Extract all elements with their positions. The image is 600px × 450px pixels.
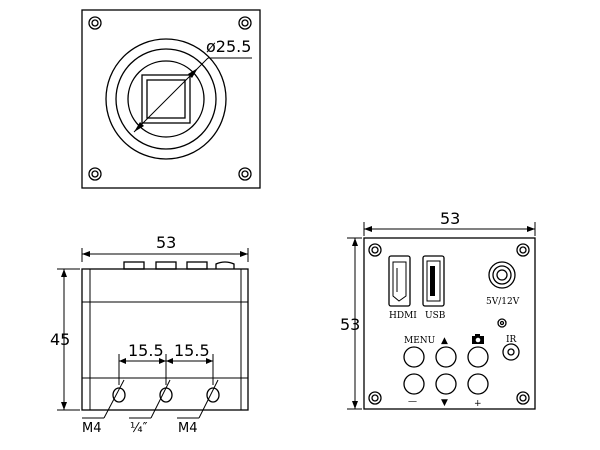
plus-symbol: +: [474, 399, 482, 409]
down-symbol: ▼: [441, 398, 448, 408]
side-connector-3: [186, 261, 208, 270]
rear-view: [347, 222, 536, 410]
front-screw-bl: [88, 167, 102, 181]
lens-mount-outer: [105, 38, 227, 160]
ir-label: IR: [506, 335, 517, 345]
rear-body: [363, 237, 536, 410]
usb-port-inner: [426, 260, 441, 302]
hdmi-port: [388, 255, 411, 307]
diameter-arrow-2: [188, 68, 198, 78]
front-screw-br: [238, 167, 252, 181]
plus-button[interactable]: [467, 373, 489, 395]
lens-mount-ring: [115, 48, 217, 150]
up-button[interactable]: [435, 346, 457, 368]
sensor-outer: [141, 74, 191, 124]
side-hole-left: [112, 387, 126, 403]
rear-arrows: [352, 226, 535, 409]
front-screw-tl: [88, 16, 102, 30]
diameter-arrow-1: [134, 122, 144, 132]
side-height-label: 45: [50, 330, 70, 349]
hole-left-label: M4: [82, 421, 102, 436]
rear-screw-br: [516, 391, 530, 405]
side-arrows: [61, 251, 248, 410]
ir-inner: [507, 348, 515, 356]
hole-right-label: M4: [178, 421, 198, 436]
spacing-right-label: 15.5: [174, 341, 210, 360]
side-width-label: 53: [156, 233, 176, 252]
rear-height-label: 53: [340, 315, 360, 334]
spacing-left-label: 15.5: [128, 341, 164, 360]
power-label: 5V/12V: [486, 297, 520, 307]
rear-screw-tl: [368, 243, 382, 257]
hole-center-label: ¼″: [130, 421, 148, 436]
front-view: [81, 9, 261, 189]
power-jack-inner: [496, 269, 508, 281]
snapshot-button[interactable]: [467, 346, 489, 368]
diameter-label: ø25.5: [206, 37, 251, 56]
lens-mount-inner: [127, 60, 205, 138]
indicator-led-outer: [497, 318, 507, 328]
side-hole-center: [159, 387, 173, 403]
power-jack-ring: [492, 265, 512, 285]
side-connector-2: [155, 261, 177, 270]
leader-hole-center: [150, 379, 171, 419]
front-screw-tr: [238, 16, 252, 30]
minus-button[interactable]: [403, 373, 425, 395]
usb-port: [422, 255, 445, 307]
sensor-inner: [146, 79, 186, 119]
front-body: [81, 9, 261, 189]
up-symbol: ▲: [441, 336, 448, 346]
down-button[interactable]: [435, 373, 457, 395]
side-dc-jack: [215, 261, 235, 269]
leader-hole-right: [198, 379, 219, 419]
usb-label: USB: [425, 311, 446, 321]
side-view: [57, 248, 249, 419]
hdmi-port-inner: [392, 261, 407, 302]
hdmi-label: HDMI: [389, 311, 417, 321]
rear-screw-bl: [368, 391, 382, 405]
minus-symbol: —: [408, 397, 417, 407]
rear-screw-tr: [516, 243, 530, 257]
ir-outer: [502, 343, 520, 361]
side-connector-1: [123, 261, 145, 270]
camera-icon: [472, 334, 484, 344]
leader-hole-left: [103, 379, 125, 419]
rear-buttons: [403, 346, 489, 395]
side-hole-right: [206, 387, 220, 403]
power-jack-outer: [488, 261, 516, 289]
side-body: [81, 268, 249, 411]
menu-button[interactable]: [403, 346, 425, 368]
menu-label: MENU: [404, 336, 436, 346]
rear-width-label: 53: [440, 209, 460, 228]
indicator-led-inner: [499, 320, 505, 326]
